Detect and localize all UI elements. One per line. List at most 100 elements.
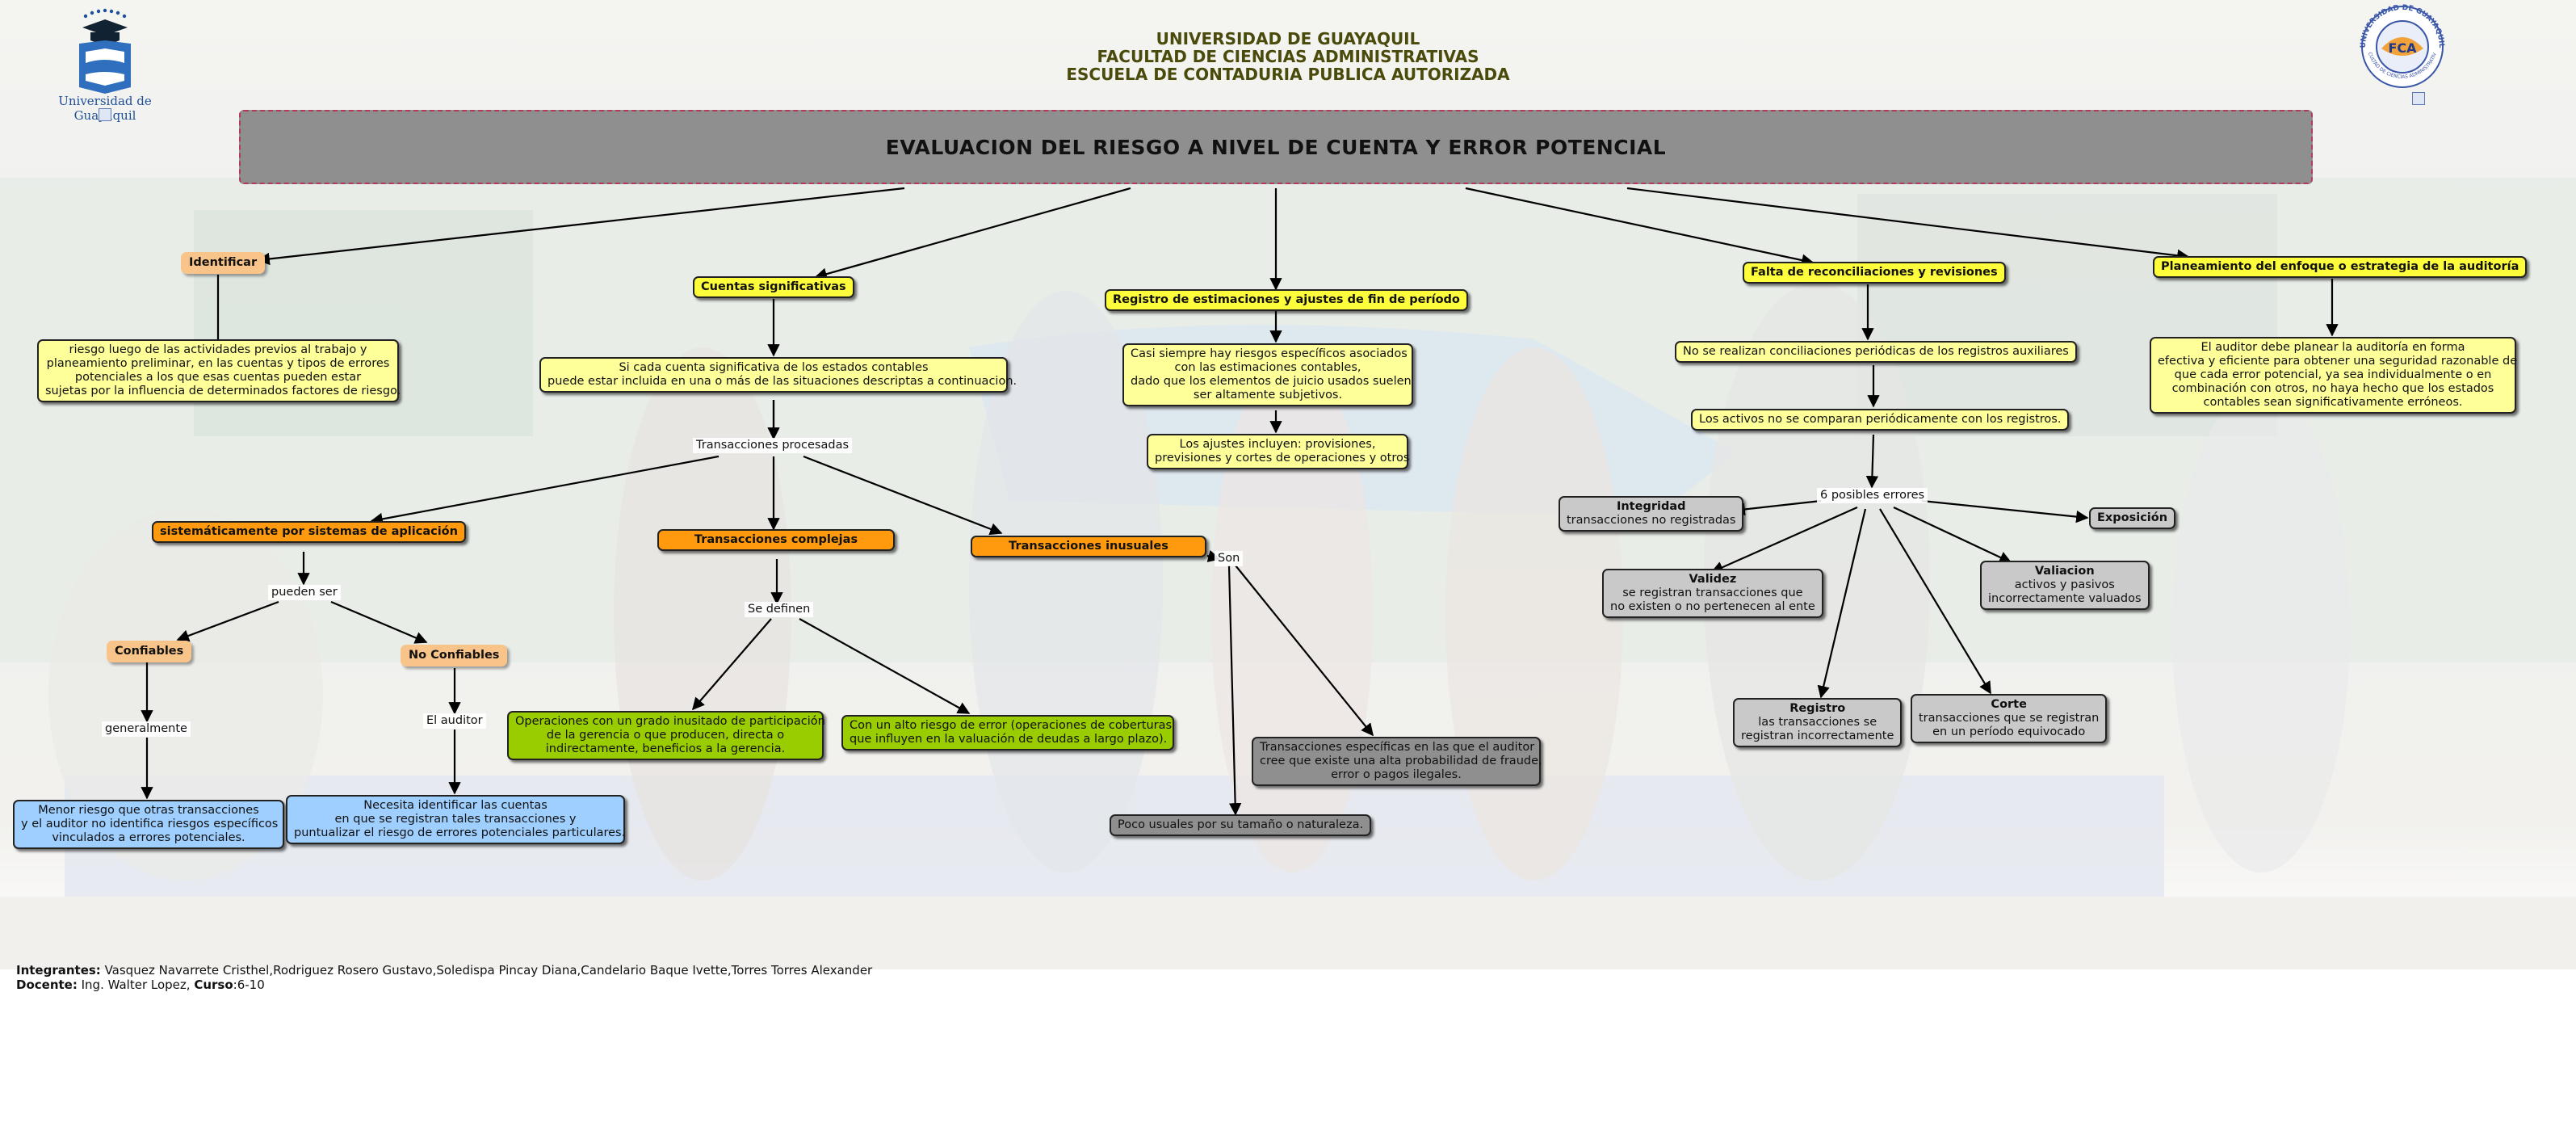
header-faculty: FACULTAD DE CIENCIAS ADMINISTRATIVAS [1097, 47, 1479, 66]
seal-mark-text: FCA [2388, 40, 2417, 56]
node-heading: Registro [1789, 702, 1846, 715]
node-no-realizan-conciliaciones: No se realizan conciliaciones periódicas… [1675, 341, 2077, 363]
text-line: Con un alto riesgo de error (operaciones… [850, 719, 1173, 732]
node-heading: Corte [1991, 698, 2027, 711]
text-line: Transacciones específicas en las que el … [1260, 741, 1535, 754]
node-confiables: Confiables [107, 641, 192, 662]
text-line: incorrectamente valuados [1988, 592, 2142, 605]
node-heading: Valiacion [2034, 565, 2095, 578]
node-valiacion: Valiacion activos y pasivos incorrectame… [1980, 561, 2150, 610]
text-line: en que se registran tales transacciones … [334, 813, 577, 826]
node-transacciones-inusuales: Transacciones inusuales [971, 536, 1206, 557]
text-line: las transacciones se [1758, 716, 1877, 729]
text-line: transacciones que se registran [1919, 712, 2100, 725]
node-registro: Registro las transacciones se registran … [1733, 698, 1903, 747]
node-necesita-identificar: Necesita identificar las cuentas en que … [286, 795, 625, 844]
node-corte: Corte transacciones que se registran en … [1911, 694, 2108, 743]
header-university: UNIVERSIDAD DE GUAYAQUIL [1156, 29, 1420, 48]
node-validez: Validez se registran transacciones que n… [1602, 569, 1823, 618]
node-exposicion: Exposición [2089, 507, 2176, 529]
label-generalmente: generalmente [102, 721, 191, 737]
node-heading: Integridad [1616, 500, 1686, 513]
text-line: efectiva y eficiente para obtener una se… [2158, 355, 2518, 368]
docente-label: Docente: [16, 978, 78, 992]
faculty-seal-icon: FCA UNIVERSIDAD DE GUAYAQUIL FACULTAD DE… [2344, 0, 2445, 88]
docente-name: Ing. Walter Lopez, [77, 978, 195, 992]
node-identificar: Identificar [181, 252, 266, 274]
text-line: combinación con otros, no haya hecho que… [2171, 382, 2494, 395]
label-se-definen: Se definen [745, 602, 814, 617]
text-line: Si cada cuenta significativa de los esta… [619, 361, 929, 374]
text-line: y el auditor no identifica riesgos espec… [21, 818, 279, 830]
link-icon[interactable] [99, 108, 111, 121]
text-line: que cada error potencial, ya sea individ… [2174, 368, 2492, 381]
node-transacciones-especificas: Transacciones específicas en las que el … [1252, 737, 1542, 786]
label-seis-posibles-errores: 6 posibles errores [1817, 488, 1928, 503]
university-crest-icon [79, 8, 131, 94]
text-line: ser altamente subjetivos. [1193, 389, 1343, 402]
text-line: Necesita identificar las cuentas [363, 799, 548, 812]
text-line: no existen o no pertenecen al ente [1610, 600, 1815, 613]
node-heading: Validez [1689, 573, 1737, 586]
header-school: ESCUELA DE CONTADURIA PUBLICA AUTORIZADA [1066, 65, 1510, 84]
text-line: que influyen en la valuación de deudas a… [850, 733, 1168, 746]
node-alto-riesgo-error: Con un alto riesgo de error (operaciones… [841, 715, 1174, 750]
node-registro-estimaciones: Registro de estimaciones y ajustes de fi… [1105, 289, 1468, 311]
text-line: Los ajustes incluyen: provisiones, [1179, 438, 1376, 451]
integrantes-names: Vasquez Navarrete Cristhel,Rodriguez Ros… [100, 963, 873, 978]
text-line: puntualizar el riesgo de errores potenci… [294, 826, 626, 839]
text-line: activos y pasivos [2014, 578, 2115, 591]
text-line: con las estimaciones contables, [1174, 361, 1361, 374]
node-ajustes-incluyen: Los ajustes incluyen: provisiones, previ… [1147, 434, 1410, 469]
text-line: contables sean significativamente erróne… [2203, 396, 2463, 409]
integrantes-label: Integrantes: [16, 963, 101, 978]
text-line: previsiones y cortes de operaciones y ot… [1155, 452, 1410, 465]
text-line: sujetas por la influencia de determinado… [45, 385, 401, 397]
node-activos-no-comparan: Los activos no se comparan periódicament… [1691, 409, 2070, 431]
text-line: error o pagos ilegales. [1331, 768, 1462, 781]
text-line: cree que existe una alta probabilidad de… [1260, 755, 1542, 767]
text-line: en un período equivocado [1932, 725, 2086, 738]
node-menor-riesgo: Menor riesgo que otras transacciones y e… [13, 800, 284, 849]
node-cuentas-significativas: Cuentas significativas [693, 276, 854, 298]
node-planeamiento-desc: El auditor debe planear la auditoría en … [2150, 337, 2518, 414]
text-line: planeamiento preliminar, en las cuentas … [46, 357, 390, 370]
node-identificar-desc: riesgo luego de las actividades previos … [37, 339, 401, 402]
node-cuentas-desc: Si cada cuenta significativa de los esta… [539, 357, 1017, 393]
text-line: potenciales a los que esas cuentas puede… [74, 371, 362, 384]
text-line: indirectamente, beneficios a la gerencia… [545, 742, 786, 755]
text-line: de la gerencia o que producen, directa o [546, 729, 785, 742]
node-transacciones-complejas: Transacciones complejas [657, 529, 895, 551]
node-falta-reconciliaciones: Falta de reconciliaciones y revisiones [1743, 262, 2006, 284]
text-line: puede estar incluida en una o más de las… [548, 375, 1017, 388]
label-son: Son [1215, 551, 1244, 566]
node-operaciones-gerencia: Operaciones con un grado inusitado de pa… [507, 711, 825, 760]
label-transacciones-procesadas: Transacciones procesadas [693, 438, 853, 453]
footer-integrantes: Integrantes: Vasquez Navarrete Cristhel,… [16, 963, 872, 978]
label-el-auditor: El auditor [423, 713, 486, 729]
text-line: El auditor debe planear la auditoría en … [2201, 341, 2465, 354]
node-poco-usuales: Poco usuales por su tamaño o naturaleza. [1110, 814, 1372, 836]
text-line: Casi siempre hay riesgos específicos aso… [1131, 347, 1408, 360]
node-integridad: Integridad transacciones no registradas [1559, 496, 1744, 532]
node-casi-siempre: Casi siempre hay riesgos específicos aso… [1122, 343, 1413, 406]
text-line: transacciones no registradas [1567, 514, 1736, 527]
curso-value: :6-10 [233, 978, 265, 992]
map-title: EVALUACION DEL RIESGO A NIVEL DE CUENTA … [239, 110, 2313, 184]
text-line: registran incorrectamente [1741, 729, 1894, 742]
text-line: Menor riesgo que otras transacciones [38, 804, 259, 817]
label-pueden-ser: pueden ser [268, 585, 341, 600]
text-line: dado que los elementos de juicio usados … [1131, 375, 1412, 388]
link-icon[interactable] [2412, 92, 2425, 105]
faculty-logo-right: FCA UNIVERSIDAD DE GUAYAQUIL FACULTAD DE… [2344, 0, 2459, 107]
node-sistematicamente: sistemáticamente por sistemas de aplicac… [152, 521, 466, 543]
text-line: riesgo luego de las actividades previos … [69, 343, 367, 356]
node-no-confiables: No Confiables [401, 645, 508, 666]
text-line: se registran transacciones que [1622, 587, 1803, 599]
text-line: vinculados a errores potenciales. [52, 831, 245, 844]
node-planeamiento: Planeamiento del enfoque o estrategia de… [2153, 256, 2528, 278]
curso-label: Curso [194, 978, 233, 992]
text-line: Operaciones con un grado inusitado de pa… [515, 715, 825, 728]
footer-docente: Docente: Ing. Walter Lopez, Curso:6-10 [16, 978, 265, 992]
